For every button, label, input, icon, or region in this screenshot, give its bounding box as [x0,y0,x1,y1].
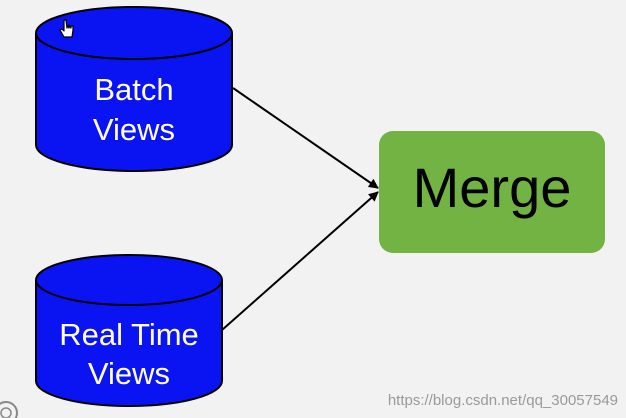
real-time-views-label-line2: Views [88,356,170,391]
watermark-text: https://blog.csdn.net/qq_30057549 [388,392,618,409]
hand-pointer-icon [59,19,74,38]
real-time-views-label-line1: Real Time [59,317,199,352]
merge-label: Merge [413,156,572,219]
batch-views-cylinder: Batch Views [35,6,233,172]
merge-box: Merge [379,131,605,253]
merge-box-shape [379,131,605,253]
batch-views-label-line2: Views [93,112,175,147]
real-time-views-body [35,280,223,407]
batch-views-body [35,33,233,172]
batch-views-top [35,6,233,60]
batch-views-label-line1: Batch [94,72,173,107]
real-time-views-top [35,254,223,306]
edge-realtime-to-merge [221,191,379,331]
edge-batch-to-merge [232,87,379,189]
real-time-views-cylinder: Real Time Views [35,254,223,407]
corner-logo-icon [0,401,18,418]
